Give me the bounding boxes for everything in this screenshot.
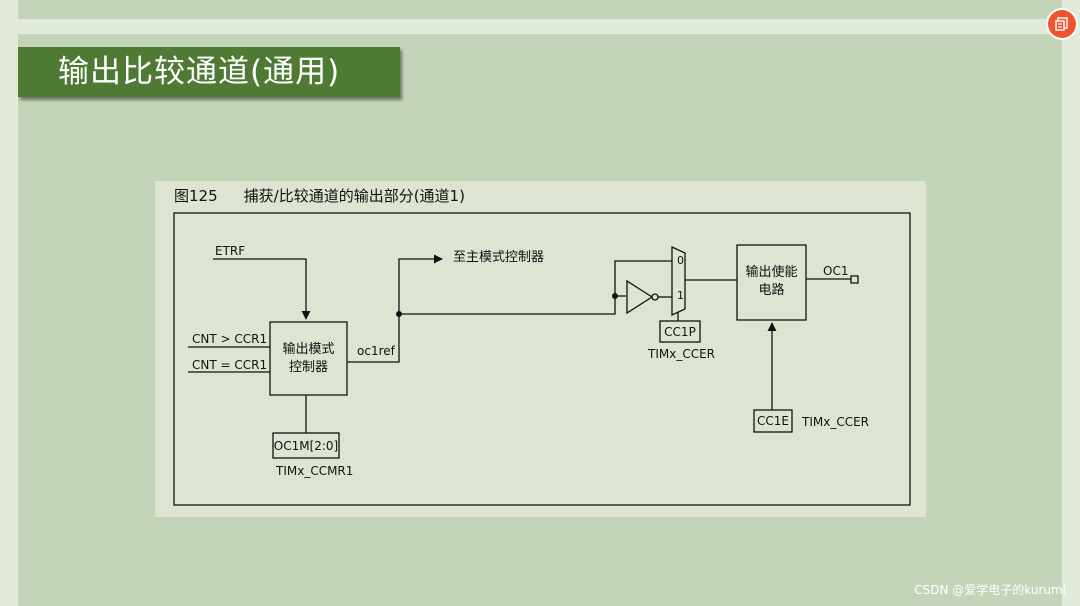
junction-dot-inverter [612, 293, 618, 299]
block-diagram-figure: 图125 捕获/比较通道的输出部分(通道1) ETRF CNT > CCR1 CN… [155, 181, 926, 517]
output-mode-controller-line2: 控制器 [288, 360, 328, 375]
label-oc1: OC1 [823, 264, 849, 278]
label-timx-ccmr1: TIMx_CCMR1 [276, 464, 354, 478]
oc1m-block [272, 432, 340, 459]
slide-title: 输出比较通道(通用) [18, 47, 400, 97]
oc1-pin [850, 275, 859, 284]
cc1p-block-label: CC1P [664, 325, 696, 339]
output-enable-circuit-line1: 输出使能 [745, 265, 798, 280]
label-mux-input-1: 1 [677, 289, 684, 302]
diagram-lines [173, 212, 911, 506]
label-to-master-mode-controller: 至主模式控制器 [453, 250, 545, 265]
output-mode-controller-line1: 输出模式 [282, 342, 335, 357]
label-cnt-gt-ccr1: CNT > CCR1 [192, 332, 268, 346]
output-mode-controller-block [269, 321, 348, 396]
cc1p-block [659, 320, 701, 343]
label-oc1ref: oc1ref [357, 344, 395, 358]
cc1e-block-label: CC1E [757, 414, 789, 428]
etrf-line [213, 258, 311, 320]
label-timx-ccer-cc1e: TIMx_CCER [802, 415, 870, 429]
mux-input-0-line [614, 260, 672, 296]
figure-caption: 图125 捕获/比较通道的输出部分(通道1) [174, 185, 465, 206]
output-enable-circuit-block [736, 244, 807, 321]
figure-title: 捕获/比较通道的输出部分(通道1) [243, 187, 465, 205]
output-mode-controller-text: 输出模式 控制器 [270, 341, 347, 377]
label-etrf: ETRF [215, 244, 246, 258]
label-mux-input-0: 0 [677, 254, 684, 267]
watermark: CSDN @爱学电子的kurumi [914, 583, 1066, 597]
figure-number: 图125 [174, 187, 218, 205]
output-polarity-mux [671, 245, 686, 317]
cc1e-block [753, 409, 793, 433]
share-badge-icon[interactable] [1048, 10, 1076, 38]
share-badge-glyph [1055, 17, 1068, 31]
label-timx-ccer-cc1p: TIMx_CCER [648, 347, 716, 361]
output-enable-circuit-line2: 电路 [758, 283, 785, 298]
inverter-gate [626, 279, 654, 315]
oc1ref-to-inverter [399, 295, 626, 315]
oc1m-block-label: OC1M[2:0] [273, 439, 339, 453]
output-enable-circuit-text: 输出使能 电路 [737, 264, 806, 300]
junction-dot-oc1ref [396, 311, 402, 317]
label-cnt-eq-ccr1: CNT = CCR1 [192, 358, 268, 372]
to-master-line [347, 254, 443, 363]
inverter-bubble [651, 293, 659, 301]
top-strip [18, 0, 1062, 19]
figure-frame [173, 212, 911, 506]
